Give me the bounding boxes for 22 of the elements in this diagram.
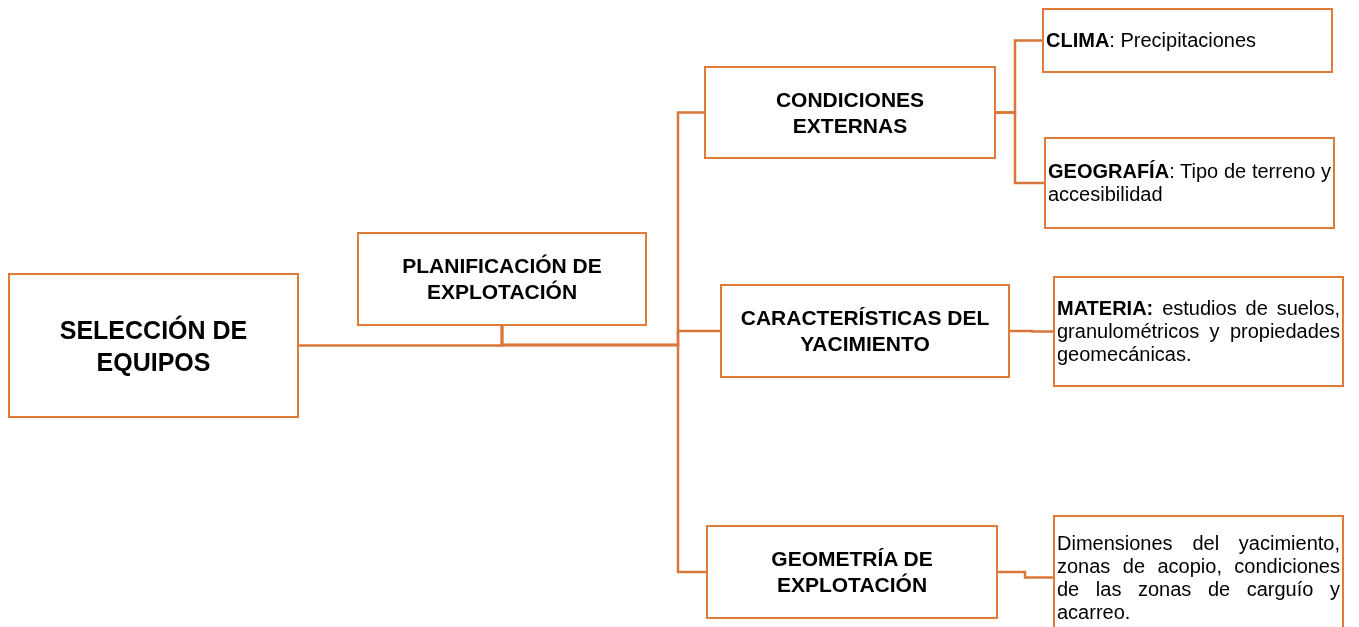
box-text: SELECCIÓN DE EQUIPOS (58, 314, 249, 378)
topic-box (357, 232, 647, 326)
detail-box (1053, 515, 1344, 627)
box-text: CLIMA: Precipitaciones (1046, 29, 1258, 52)
box-text: MATERIA: estudios de suelos, granulométricos y propiedades geomecánicas. (1057, 297, 1340, 366)
connector-line (500, 326, 706, 574)
detail-box (1044, 137, 1335, 229)
connector-line (996, 111, 1044, 185)
box-text: GEOMETRÍA DE EXPLOTACIÓN (770, 546, 934, 598)
topic-box (8, 273, 299, 418)
box-text: CARACTERÍSTICAS DEL YACIMIENTO (739, 305, 991, 357)
box-text: CONDICIONES EXTERNAS (774, 86, 926, 139)
box-text: GEOGRAFÍA: Tipo de terreno y accesibilidad (1048, 160, 1331, 206)
box-text: Dimensiones del yacimiento, zonas de acopio, condiciones de las zonas de carguío y acarreo. (1057, 531, 1340, 624)
topic-box (704, 66, 996, 159)
topic-box (720, 284, 1010, 378)
topic-box (706, 525, 998, 619)
connector-line (1010, 329, 1053, 333)
box-text: PLANIFICACIÓN DE EXPLOTACIÓN (401, 253, 603, 305)
detail-box (1042, 8, 1333, 73)
detail-box (1053, 276, 1344, 387)
connector-line (998, 570, 1053, 579)
